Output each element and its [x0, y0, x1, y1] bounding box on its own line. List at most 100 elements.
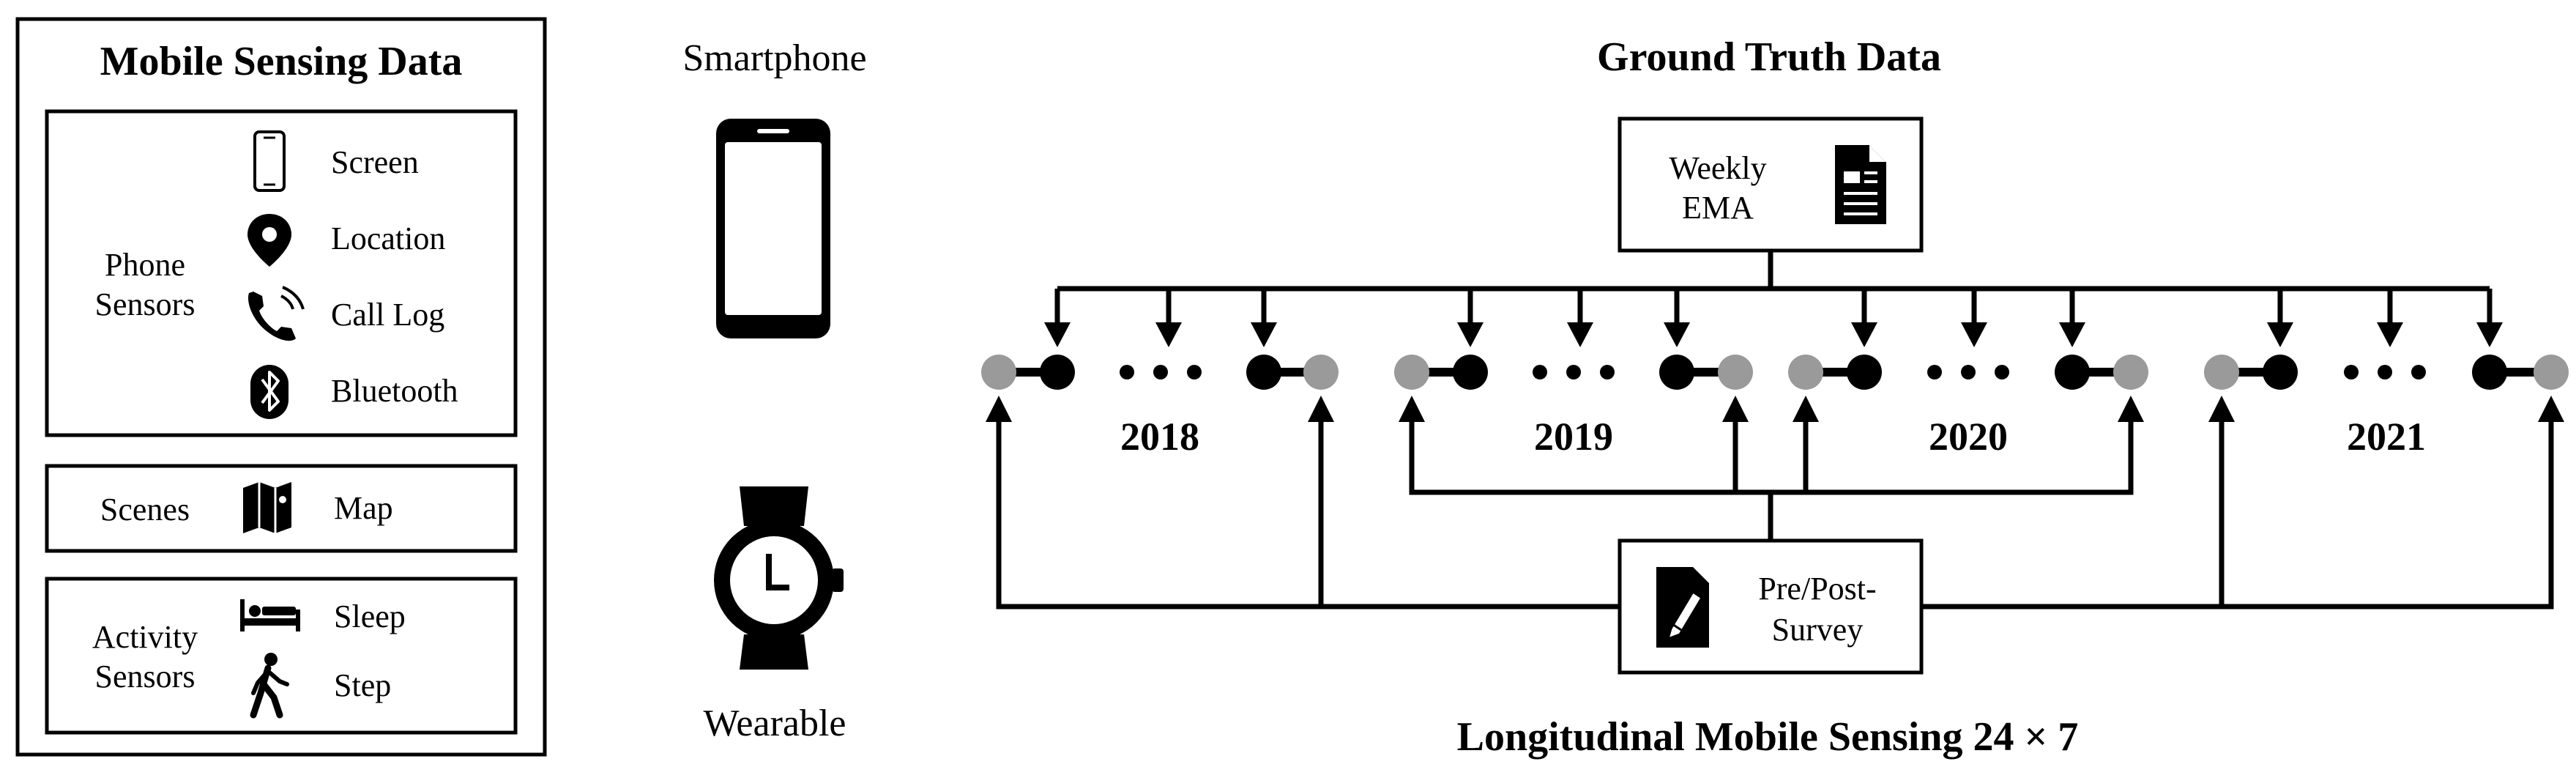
ellipsis-dot	[1995, 365, 2009, 379]
walking-icon	[250, 653, 289, 719]
ema-arrows	[1044, 289, 2503, 347]
ema-point	[2472, 355, 2507, 390]
weekly-ema-label-2: EMA	[1682, 190, 1754, 226]
survey-point	[2113, 355, 2148, 390]
ellipsis-dot	[1927, 365, 1942, 379]
activity-label-sleep: Sleep	[334, 599, 406, 634]
activity-label-step: Step	[334, 667, 391, 703]
survey-connector-lines	[996, 415, 2554, 610]
ema-arrowhead	[1961, 322, 1987, 347]
survey-arrowhead	[1308, 396, 1334, 422]
activity-sensors-label: Activity	[92, 619, 198, 655]
scenes-group: Scenes Map	[45, 464, 518, 553]
timeline-2018: 2018	[981, 355, 1339, 459]
ellipsis-dot	[1533, 365, 1547, 379]
ema-arrowhead	[1567, 322, 1593, 347]
ema-point	[1040, 355, 1075, 390]
ema-arrowhead	[2476, 322, 2503, 347]
survey-arrowhead	[986, 396, 1012, 422]
timeline-rows: 2018 2019 2020 2021	[981, 355, 2569, 459]
sensor-label-location: Location	[331, 221, 445, 256]
ellipsis-dot	[1187, 365, 1202, 379]
survey-arrowhead	[2118, 396, 2144, 422]
survey-point	[981, 355, 1016, 390]
sensor-label-screen: Screen	[331, 144, 419, 180]
ema-point	[1659, 355, 1694, 390]
weekly-ema-label: Weekly	[1669, 150, 1766, 186]
ema-point	[1847, 355, 1882, 390]
weekly-ema-box: Weekly EMA	[1618, 116, 1924, 253]
year-label: 2021	[2347, 415, 2426, 459]
ellipsis-dot	[1120, 365, 1134, 379]
phone-sensors-label-2: Sensors	[95, 286, 196, 322]
map-icon	[243, 482, 291, 533]
longitudinal-sensing-title: Longitudinal Mobile Sensing 24 × 7	[1457, 714, 2079, 760]
survey-arrowhead	[1722, 396, 1749, 422]
sensor-label-bluetooth: Bluetooth	[331, 373, 458, 409]
phone-call-icon	[248, 286, 305, 341]
ema-arrowhead	[2377, 322, 2403, 347]
mobile-sensing-data-panel: Mobile Sensing Data Phone Sensors Screen…	[15, 17, 547, 757]
timeline-2020: 2020	[1788, 355, 2148, 459]
survey-label: Pre/Post-	[1758, 571, 1876, 607]
ema-arrowhead	[1664, 322, 1690, 347]
survey-point	[1394, 355, 1429, 390]
survey-label-2: Survey	[1772, 612, 1864, 648]
ellipsis-dot	[1961, 365, 1976, 379]
survey-arrowhead	[1793, 396, 1819, 422]
sensor-label-call-log: Call Log	[331, 297, 444, 333]
ema-arrowhead	[2267, 322, 2293, 347]
year-label: 2019	[1534, 415, 1613, 459]
ema-connector-lines	[1057, 251, 2490, 292]
phone-sensors-group: Phone Sensors Screen Location Call Log	[45, 109, 518, 437]
survey-edit-icon	[1656, 567, 1709, 648]
timeline-2021: 2021	[2204, 355, 2569, 459]
ema-arrowhead	[1155, 322, 1182, 347]
ema-arrowhead	[2059, 322, 2085, 347]
panel-title: Mobile Sensing Data	[100, 39, 463, 84]
ema-point	[2055, 355, 2090, 390]
scenes-label: Scenes	[100, 492, 190, 527]
bed-icon	[240, 599, 300, 631]
activity-sensors-group: Activity Sensors Sleep Step	[45, 577, 518, 735]
smartphone-device-icon	[716, 119, 830, 338]
survey-point	[1788, 355, 1823, 390]
phone-sensors-label: Phone	[105, 247, 185, 283]
smartphone-icon	[253, 130, 286, 192]
ellipsis-dot	[1153, 365, 1168, 379]
ellipsis-dot	[2378, 365, 2392, 379]
ema-arrowhead	[1044, 322, 1071, 347]
survey-arrowhead	[1399, 396, 1425, 422]
ellipsis-dot	[1566, 365, 1581, 379]
survey-arrowhead	[2208, 396, 2235, 422]
survey-point	[1718, 355, 1753, 390]
ellipsis-dot	[1600, 365, 1615, 379]
ema-arrowhead	[1251, 322, 1277, 347]
smartphone-label: Smartphone	[682, 37, 866, 79]
bluetooth-icon	[250, 365, 289, 419]
smartwatch-device-icon	[714, 486, 844, 670]
ema-arrowhead	[1457, 322, 1484, 347]
survey-point	[1303, 355, 1339, 390]
document-icon	[1835, 145, 1886, 224]
survey-point	[2204, 355, 2239, 390]
pre-post-survey-box: Pre/Post- Survey	[1618, 538, 1924, 675]
year-label: 2018	[1120, 415, 1199, 459]
year-label: 2020	[1929, 415, 2008, 459]
scene-label-map: Map	[334, 490, 393, 526]
activity-sensors-label-2: Sensors	[95, 659, 196, 694]
ema-point	[2263, 355, 2298, 390]
survey-arrowhead	[2538, 396, 2564, 422]
survey-point	[2534, 355, 2569, 390]
devices-column: Smartphone Wearable	[682, 37, 866, 744]
ema-arrowhead	[1851, 322, 1877, 347]
survey-arrowheads	[986, 396, 2564, 422]
ellipsis-dot	[2344, 365, 2359, 379]
ground-truth-area: Ground Truth Data Weekly EMA	[981, 34, 2569, 760]
ema-point	[1246, 355, 1281, 390]
ground-truth-title: Ground Truth Data	[1597, 34, 1941, 80]
ema-point	[1453, 355, 1488, 390]
ellipsis-dot	[2411, 365, 2426, 379]
timeline-2019: 2019	[1394, 355, 1753, 459]
location-pin-icon	[247, 214, 291, 267]
